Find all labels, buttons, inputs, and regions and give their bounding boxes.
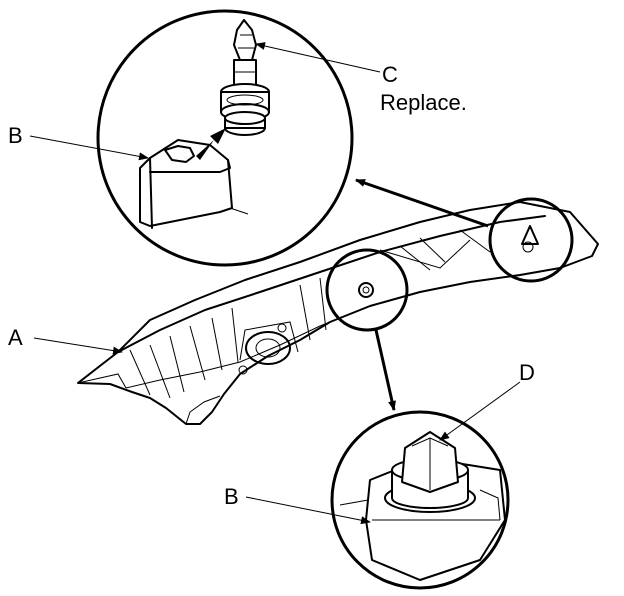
detail-circle-lower-clip bbox=[325, 248, 409, 332]
detail-link-arrow-bottom bbox=[374, 329, 396, 411]
top-magnified-view bbox=[96, 9, 354, 267]
label-c: C bbox=[382, 62, 398, 87]
label-b-top: B bbox=[8, 123, 23, 148]
label-b-bottom: B bbox=[224, 484, 239, 509]
leader-c bbox=[255, 42, 381, 73]
label-d: D bbox=[519, 360, 535, 385]
leader-a bbox=[33, 337, 123, 355]
detail-link-arrow-top bbox=[355, 178, 489, 228]
detail-circle-upper-clip bbox=[488, 197, 574, 283]
label-a: A bbox=[8, 325, 23, 350]
clip-fastener-installed bbox=[384, 431, 476, 513]
leader-b-top bbox=[29, 135, 149, 161]
clip-fastener bbox=[220, 19, 270, 136]
bottom-magnified-view bbox=[330, 410, 510, 590]
leader-b-bottom bbox=[245, 496, 371, 525]
leader-d bbox=[439, 381, 521, 441]
label-c-note: Replace. bbox=[380, 90, 467, 115]
pillar-trim-panel bbox=[77, 201, 599, 425]
